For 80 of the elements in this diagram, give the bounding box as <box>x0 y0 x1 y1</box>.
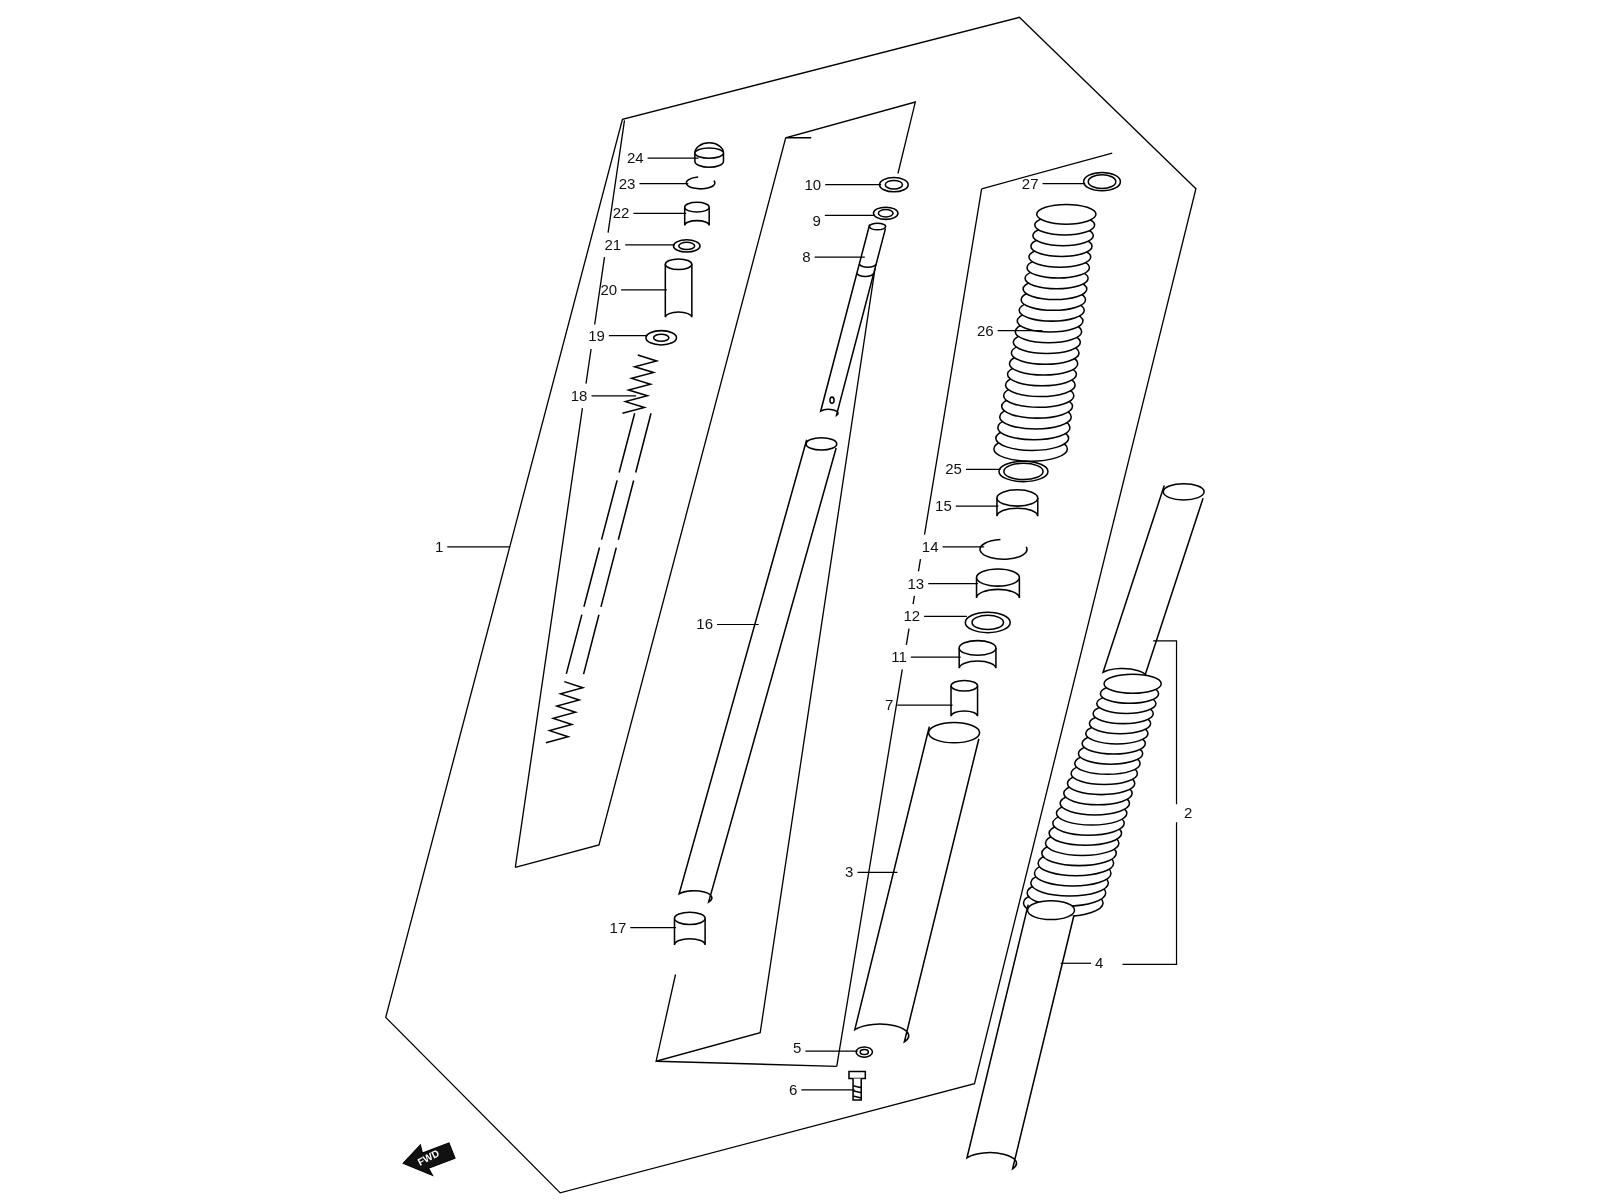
boot-drawing <box>993 203 1097 462</box>
cap-drawing <box>694 142 725 169</box>
leader-line <box>923 615 968 617</box>
callout-number: 23 <box>616 174 638 193</box>
callout-number: 16 <box>694 615 715 634</box>
callout-number: 24 <box>624 149 646 168</box>
leader-line <box>941 546 985 548</box>
leader-line <box>624 244 676 246</box>
callout-number: 22 <box>610 204 632 223</box>
callout-number: 19 <box>586 326 607 345</box>
leader-line <box>608 335 649 337</box>
leader-line <box>632 212 687 214</box>
callout-number: 2 <box>1181 804 1195 823</box>
leader-line <box>856 871 899 874</box>
seal-drawing <box>975 568 1021 599</box>
leader-line <box>647 157 700 159</box>
spring-drawing <box>545 354 660 744</box>
callout-number: 12 <box>901 607 923 626</box>
callout-number: 27 <box>1019 174 1041 193</box>
leader-line <box>927 583 979 585</box>
leader-line <box>800 1089 856 1091</box>
washer-drawing <box>645 329 678 346</box>
leader-line <box>1060 962 1092 964</box>
callout-number: 5 <box>791 1038 804 1057</box>
callout-number: 18 <box>568 386 590 405</box>
leader-line <box>910 656 962 658</box>
sleeve-drawing <box>950 679 979 718</box>
callout-number: 8 <box>800 248 813 267</box>
ring-drawing <box>872 206 899 221</box>
callout-number: 21 <box>602 235 624 254</box>
callout-number: 20 <box>598 280 620 299</box>
leader-line <box>896 704 954 706</box>
callout-number: 7 <box>882 696 896 715</box>
callout-number: 6 <box>786 1080 800 1099</box>
callout-number: 25 <box>943 460 964 479</box>
callout-number: 4 <box>1093 954 1106 973</box>
nut-drawing <box>683 201 710 227</box>
spacer-drawing <box>664 258 693 319</box>
callout-number: 11 <box>889 648 909 667</box>
fork-tube-drawing <box>678 437 838 903</box>
callout-number: 26 <box>974 321 996 340</box>
leader-line <box>620 289 668 291</box>
callout-number: 9 <box>810 212 823 231</box>
leader-line <box>446 546 511 548</box>
leader-line <box>824 214 876 216</box>
clamp-drawing <box>998 460 1049 483</box>
washer-drawing <box>855 1046 874 1058</box>
leader-line <box>1041 183 1086 185</box>
clamp-drawing <box>1082 171 1122 192</box>
leader-line <box>804 1050 859 1052</box>
leader-line <box>716 623 760 626</box>
leader-line <box>824 184 882 186</box>
bolt-drawing <box>848 1070 867 1101</box>
ring-drawing <box>964 611 1011 634</box>
bushing-drawing <box>958 639 997 670</box>
leader-line <box>997 330 1043 332</box>
direction-label: FWD <box>415 1147 442 1168</box>
circlip-drawing <box>979 538 1028 560</box>
callout-number: 17 <box>607 918 629 937</box>
callout-number: 14 <box>919 537 941 556</box>
leader-line <box>629 926 677 929</box>
rod-drawing <box>819 222 887 417</box>
leader-line <box>590 395 637 397</box>
leader-line <box>965 468 1002 470</box>
seal-drawing <box>996 489 1039 518</box>
callout-number: 15 <box>933 497 954 516</box>
leader-line <box>638 183 689 185</box>
bushing-drawing <box>673 911 706 946</box>
callout-number: 1 <box>432 537 446 556</box>
outer-tube-drawing <box>854 721 981 1043</box>
callout-number: 3 <box>843 863 856 882</box>
leader-line <box>814 256 866 258</box>
washer-drawing <box>672 239 701 253</box>
bracket-leader-line <box>1121 640 1178 965</box>
callout-number: 13 <box>905 574 927 593</box>
callout-number: 10 <box>802 175 824 194</box>
lower-leg-drawing <box>966 900 1076 1170</box>
circlip-drawing <box>685 176 716 190</box>
leader-line <box>955 505 1000 507</box>
ring-drawing <box>878 176 909 193</box>
